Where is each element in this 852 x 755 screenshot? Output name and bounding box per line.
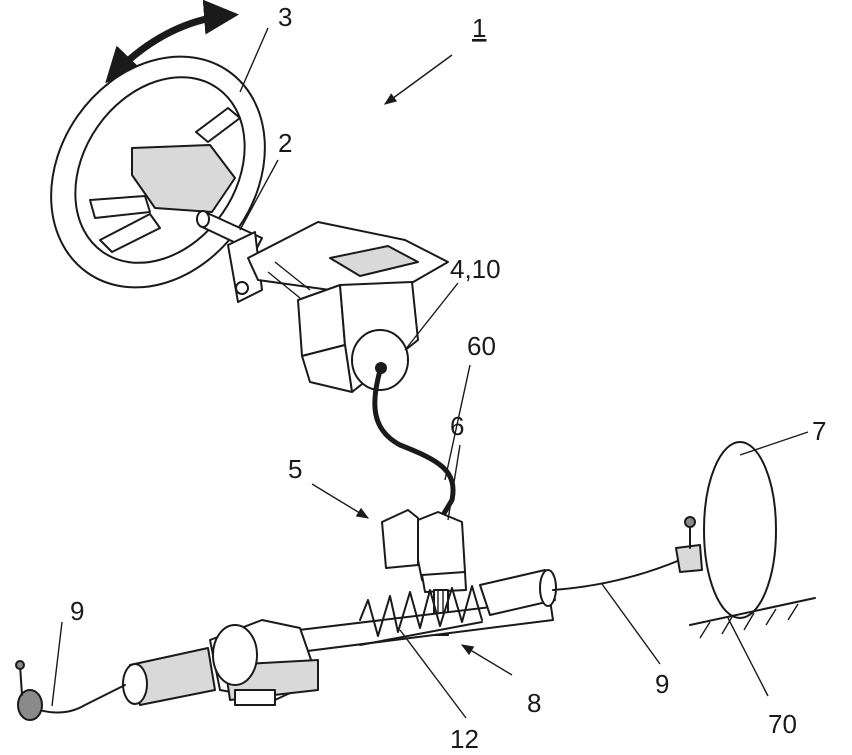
label-road: 70 — [768, 709, 797, 739]
label-steering-shaft: 2 — [278, 128, 292, 158]
control-cable — [372, 366, 456, 522]
road-surface — [689, 597, 816, 639]
label-rack: 12 — [450, 724, 479, 754]
label-rack-assembly: 8 — [527, 688, 541, 718]
label-tie-rod-right: 9 — [655, 669, 669, 699]
rack-pointer-arrow — [460, 644, 513, 676]
label-actuator: 4,10 — [450, 254, 501, 284]
rack-assembly — [15, 516, 703, 721]
label-tie-rod-left: 9 — [70, 596, 84, 626]
label-assembly: 1 — [472, 13, 486, 43]
actuator-unit — [227, 221, 449, 393]
label-motor: 6 — [450, 411, 464, 441]
steering-wheel — [50, 55, 266, 289]
label-steering-gear: 5 — [288, 454, 302, 484]
assembly-pointer-arrow — [383, 54, 453, 105]
label-steering-wheel: 3 — [278, 2, 292, 32]
rotation-arrow-icon — [105, 0, 239, 84]
label-wheel: 7 — [812, 416, 826, 446]
gear-pointer-arrow — [311, 483, 370, 519]
label-cable: 60 — [467, 331, 496, 361]
road-wheel — [703, 441, 777, 619]
